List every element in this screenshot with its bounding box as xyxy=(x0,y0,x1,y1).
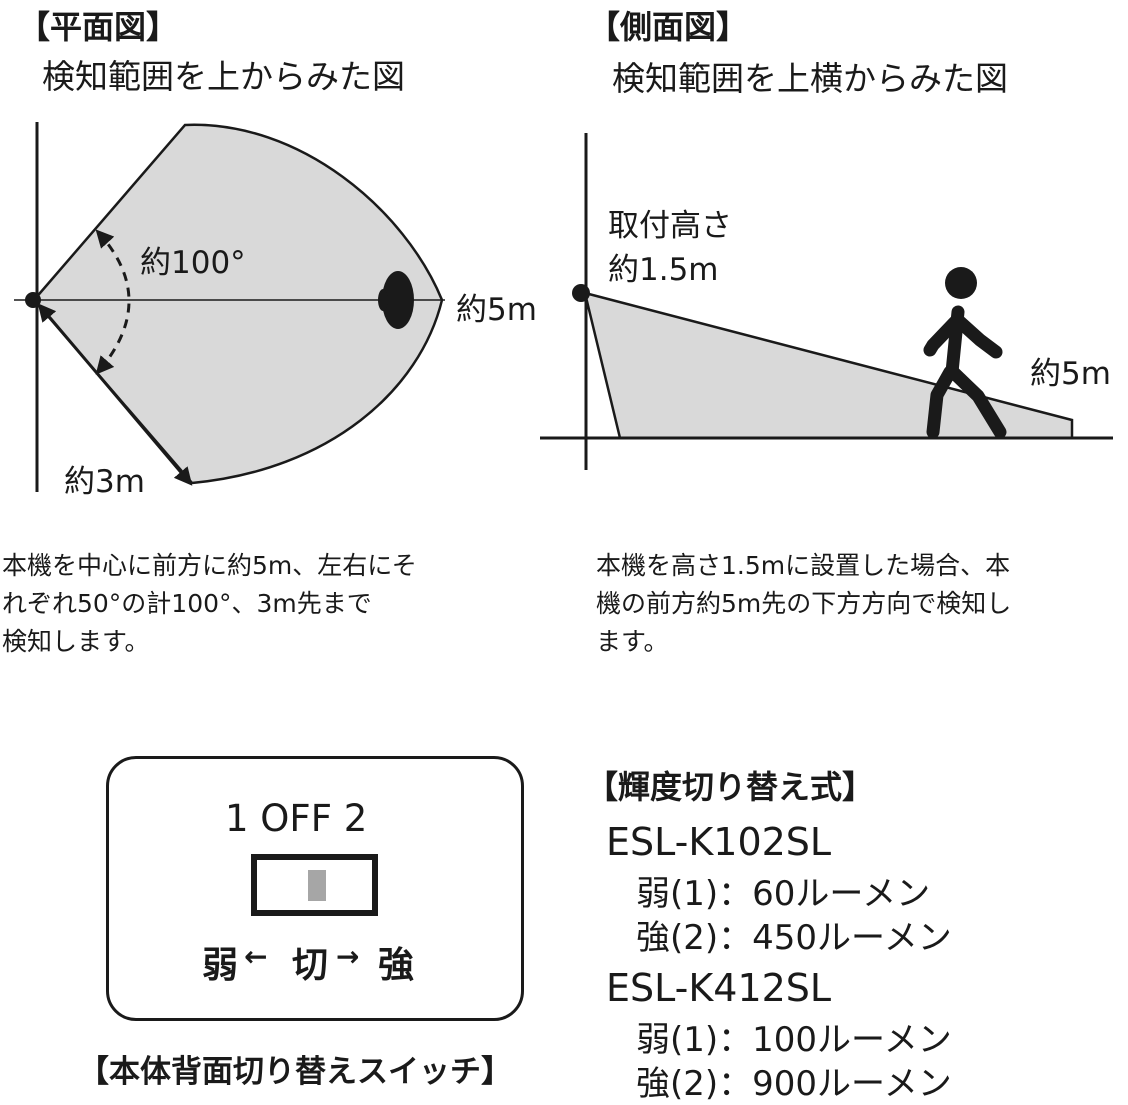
plan-heading: 【平面図】 xyxy=(18,8,179,46)
plan-angle-arc xyxy=(95,229,131,375)
plan-description-line: 本機を中心に前方に約5m、左右にそ xyxy=(2,551,417,580)
switch-mode-off: 切 xyxy=(292,945,329,986)
plan-3m-arrow xyxy=(37,303,193,486)
switch-caption: 【本体背面切り替えスイッチ】 xyxy=(78,1054,512,1090)
side-subtitle: 検知範囲を上横からみた図 xyxy=(612,59,1008,98)
side-description-line: 機の前方約5m先の下方方向で検知し xyxy=(596,589,1012,618)
walking-person-icon xyxy=(923,267,1007,439)
side-mount-height: 約1.5m xyxy=(608,252,719,288)
plan-person-topview xyxy=(378,271,414,329)
model-strong-spec: 強(2)：450ルーメン xyxy=(636,918,952,958)
side-view-diagram xyxy=(540,133,1113,470)
model-weak-spec: 弱(1)：100ルーメン xyxy=(636,1020,952,1060)
plan-sensor-dot xyxy=(25,292,41,308)
brightness-heading: 【輝度切り替え式】 xyxy=(586,768,875,806)
slide-switch[interactable] xyxy=(251,854,378,916)
plan-description-line: 検知します。 xyxy=(2,627,150,656)
arrow-right-icon: → xyxy=(336,940,360,973)
side-heading: 【側面図】 xyxy=(588,8,749,46)
model-name: ESL-K412SL xyxy=(606,966,832,1010)
plan-subtitle: 検知範囲を上からみた図 xyxy=(42,57,405,96)
side-description: 本機を高さ1.5mに設置した場合、本 機の前方約5m先の下方方向で検知し ます。 xyxy=(596,547,1011,661)
arrow-left-icon: ← xyxy=(244,940,268,973)
plan-side-range-label: 約3m xyxy=(64,464,145,500)
plan-description: 本機を中心に前方に約5m、左右にそ れぞれ50°の計100°、3m先まで 検知し… xyxy=(2,547,417,661)
model-strong-spec: 強(2)：900ルーメン xyxy=(636,1064,952,1104)
side-sensor-dot xyxy=(572,284,590,302)
side-range-label: 約5m xyxy=(1030,356,1111,392)
side-mount-label: 取付高さ xyxy=(608,208,732,244)
side-description-line: 本機を高さ1.5mに設置した場合、本 xyxy=(596,551,1011,580)
plan-range-label: 約5m xyxy=(456,292,537,328)
side-description-line: ます。 xyxy=(596,627,669,656)
plan-description-line: れぞれ50°の計100°、3m先まで xyxy=(2,589,372,618)
switch-positions-label: 1 OFF 2 xyxy=(225,797,368,840)
switch-mode-strong: 強 xyxy=(378,945,415,986)
plan-angle-label: 約100° xyxy=(140,245,246,281)
switch-mode-weak: 弱 xyxy=(202,945,239,986)
model-name: ESL-K102SL xyxy=(606,820,832,864)
switch-knob[interactable] xyxy=(308,870,326,901)
switch-panel xyxy=(106,756,524,1021)
model-weak-spec: 弱(1)：60ルーメン xyxy=(636,874,931,914)
plan-view-diagram xyxy=(14,122,445,492)
side-detection-area xyxy=(583,291,1074,440)
